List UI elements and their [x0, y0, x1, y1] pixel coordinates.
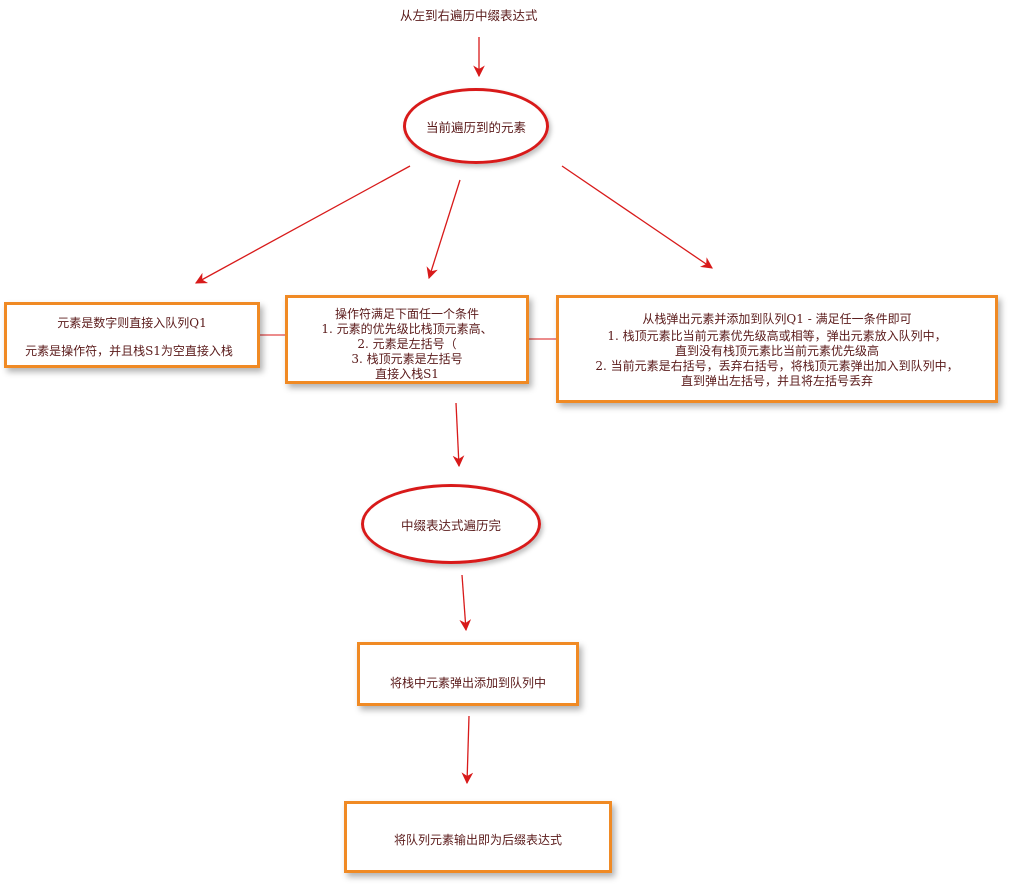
box-output-label: 将队列元素输出即为后缀表达式: [393, 833, 562, 847]
arrow-current-to-number: [194, 165, 411, 284]
node-current-element: 当前遍历到的元素: [403, 88, 549, 164]
box-pop-line2: 1. 栈顶元素比当前元素优先级高或相等，弹出元素放入队列中，: [607, 329, 947, 343]
arrow-current-to-operator: [426, 179, 461, 280]
box-output: 将队列元素输出即为后缀表达式: [344, 801, 612, 873]
node-infix-done: 中缀表达式遍历完: [361, 484, 541, 564]
box-number: 元素是数字则直接入队列Q1 元素是操作符，并且栈S1为空直接入栈: [4, 302, 260, 368]
arrow-done-to-stackpop: [459, 574, 472, 632]
arrow-stackpop-to-output: [461, 715, 474, 785]
node-done-label: 中缀表达式遍历完: [400, 517, 501, 533]
flow-title: 从左到右遍历中缀表达式: [400, 8, 538, 23]
box-pop-line1: 从栈弹出元素并添加到队列Q1 - 满足任一条件即可: [642, 312, 912, 326]
node-current-label: 当前遍历到的元素: [425, 119, 526, 135]
box-pop-line5: 直到弹出左括号，并且将左括号丢弃: [680, 374, 873, 388]
box-operator-line2: 1. 元素的优先级比栈顶元素高、: [321, 322, 493, 336]
arrow-operator-to-done: [452, 402, 465, 468]
arrow-current-to-pop: [561, 165, 713, 269]
box-operator-line3: 2. 元素是左括号（: [357, 337, 457, 351]
box-operator: 操作符满足下面任一个条件 1. 元素的优先级比栈顶元素高、 2. 元素是左括号（…: [285, 295, 529, 384]
box-pop: 从栈弹出元素并添加到队列Q1 - 满足任一条件即可 1. 栈顶元素比当前元素优先…: [556, 295, 998, 403]
box-number-line1: 元素是数字则直接入队列Q1: [57, 316, 207, 330]
box-pop-line3: 直到没有栈顶元素比当前元素优先级高: [674, 344, 879, 358]
box-pop-line4: 2. 当前元素是右括号，丢弃右括号，将栈顶元素弹出加入到队列中，: [595, 359, 959, 373]
box-operator-line4: 3. 栈顶元素是左括号: [351, 352, 463, 366]
box-operator-line1: 操作符满足下面任一个条件: [334, 307, 479, 321]
box-stack-pop-label: 将栈中元素弹出添加到队列中: [389, 676, 546, 690]
box-stack-pop: 将栈中元素弹出添加到队列中: [357, 642, 579, 706]
box-number-line2: 元素是操作符，并且栈S1为空直接入栈: [25, 344, 233, 358]
box-operator-line5: 直接入栈S1: [375, 367, 439, 381]
